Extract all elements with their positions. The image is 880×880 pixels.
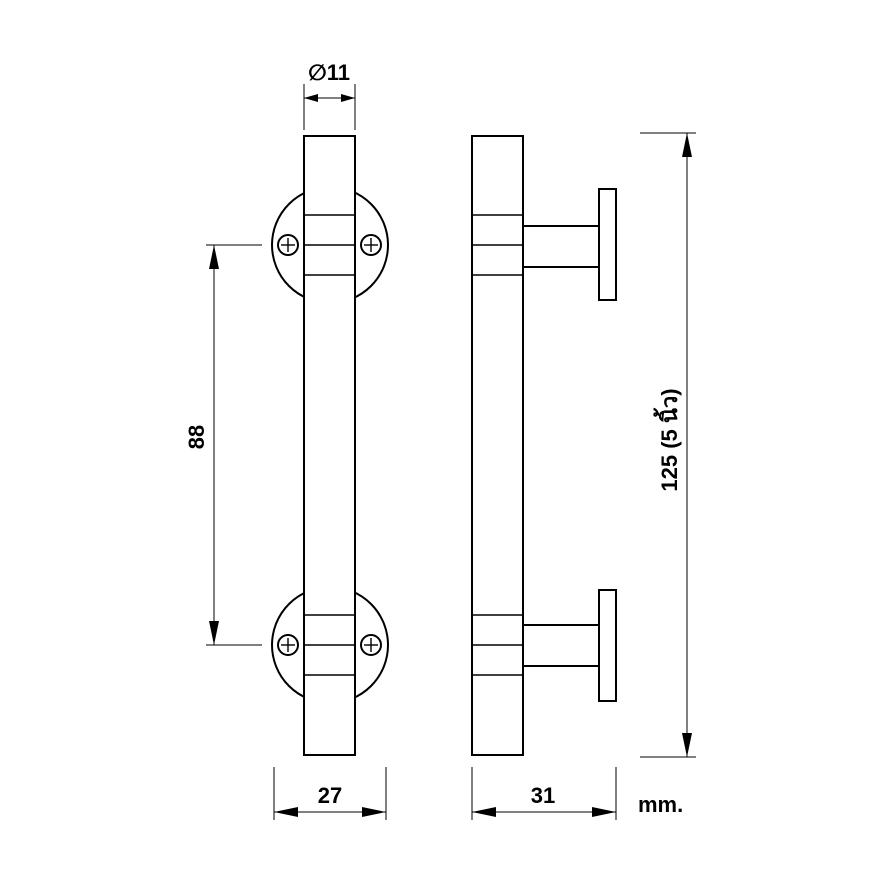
lower-standoff xyxy=(522,624,601,667)
dimension-diameter: ∅11 xyxy=(303,60,356,130)
base-width-label: 27 xyxy=(318,783,342,808)
upper-standoff xyxy=(522,225,601,268)
dimension-overall-length: 125 (5 นิ้ว) xyxy=(640,132,696,758)
lower-plate xyxy=(598,589,617,702)
side-view xyxy=(471,135,617,756)
projection-label: 31 xyxy=(531,783,555,808)
front-view xyxy=(271,135,389,756)
screw-head-icon xyxy=(360,234,382,256)
screw-head-icon xyxy=(277,234,299,256)
overall-length-label: 125 (5 นิ้ว) xyxy=(653,388,682,491)
diameter-label: ∅11 xyxy=(308,60,350,85)
hole-spacing-label: 88 xyxy=(184,425,209,449)
unit-label: mm. xyxy=(638,792,683,817)
dimension-projection: 31 xyxy=(471,767,617,820)
side-bar xyxy=(471,135,524,756)
dimension-hole-spacing: 88 xyxy=(184,244,262,646)
screw-head-icon xyxy=(277,634,299,656)
upper-plate xyxy=(598,188,617,301)
dimension-base-width: 27 xyxy=(273,767,387,820)
front-bar xyxy=(303,135,356,756)
screw-head-icon xyxy=(360,634,382,656)
